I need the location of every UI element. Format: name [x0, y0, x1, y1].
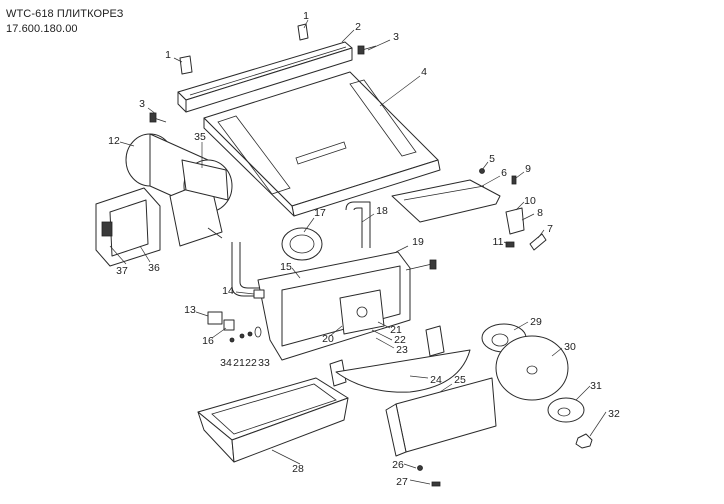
callout-6: 6	[501, 167, 507, 179]
bolt-top	[357, 45, 377, 55]
callout-22b: 22	[245, 357, 257, 369]
callout-31: 31	[590, 380, 602, 392]
nut-11	[505, 241, 515, 248]
fence-rail	[177, 41, 353, 113]
bracket-10	[505, 207, 525, 235]
guard-arm	[391, 179, 501, 223]
mount-plate	[339, 289, 385, 335]
motor-cover	[181, 159, 229, 201]
callout-21: 21	[390, 324, 402, 336]
screw-5	[479, 168, 485, 174]
callout-23: 23	[396, 344, 408, 356]
callout-29: 29	[530, 316, 542, 328]
callout-22: 22	[394, 334, 406, 346]
knob-7	[529, 233, 547, 251]
callout-30: 30	[564, 341, 576, 353]
callout-16: 16	[202, 335, 214, 347]
clamp-plate-left	[179, 55, 193, 75]
water-tray	[197, 377, 349, 463]
bracket-right	[425, 325, 445, 357]
diamond-blade	[495, 335, 569, 401]
clamp-plate-top	[297, 23, 309, 41]
callout-24: 24	[430, 374, 442, 386]
callout-26: 26	[392, 459, 404, 471]
callout-3a: 3	[393, 31, 399, 43]
callout-32: 32	[608, 408, 620, 420]
outer-flange	[547, 397, 585, 423]
callout-4: 4	[421, 66, 427, 78]
callout-35: 35	[194, 131, 206, 143]
switch-box	[95, 187, 161, 267]
callout-27: 27	[396, 476, 408, 488]
leader-lines	[109, 19, 607, 485]
callout-8: 8	[537, 207, 543, 219]
bolt-19	[405, 259, 437, 271]
washer-33	[254, 326, 262, 338]
screw-27	[431, 481, 441, 487]
flange-plate	[281, 227, 323, 261]
callout-11: 11	[493, 236, 504, 248]
screw-34	[229, 337, 235, 343]
base-frame	[231, 201, 411, 361]
callout-2: 2	[355, 21, 361, 33]
motor	[125, 133, 233, 247]
diagram-title: WTC-618 ПЛИТКОРЕЗ	[6, 8, 124, 20]
callout-34: 34	[220, 357, 232, 369]
nut-32	[575, 433, 593, 449]
screw-22	[247, 331, 253, 337]
plate-hole	[356, 306, 368, 318]
blade-guard	[385, 377, 497, 457]
callout-20: 20	[322, 333, 334, 345]
callout-5: 5	[489, 153, 495, 165]
callout-labels: 1 1 2 3 3 4 5 6 9 10 8 7 11 12 35 17 18 …	[108, 10, 620, 488]
callout-12: 12	[108, 135, 120, 147]
bolt-left	[149, 112, 167, 123]
callout-7: 7	[547, 223, 553, 235]
callout-13: 13	[184, 304, 196, 316]
callout-33: 33	[258, 357, 270, 369]
callout-21b: 21	[233, 357, 245, 369]
blade-guard-lower	[335, 349, 471, 393]
callout-10: 10	[524, 195, 536, 207]
bushing-14	[253, 289, 265, 299]
callout-37: 37	[116, 265, 128, 277]
callout-36: 36	[148, 262, 160, 274]
callout-3b: 3	[139, 98, 145, 110]
callout-18: 18	[376, 205, 388, 217]
screw-21	[239, 333, 245, 339]
callout-28: 28	[292, 463, 304, 475]
callout-25: 25	[454, 374, 466, 386]
screw-26	[417, 465, 423, 471]
table-top	[203, 71, 441, 217]
diagram-code: 17.600.180.00	[6, 23, 78, 35]
callout-19: 19	[412, 236, 424, 248]
bushing-16	[223, 319, 235, 331]
screw-9	[511, 175, 517, 185]
callout-1b: 1	[165, 49, 171, 61]
callout-9: 9	[525, 163, 531, 175]
callout-15: 15	[280, 261, 292, 273]
bushing-13	[207, 311, 223, 325]
callout-1a: 1	[303, 10, 309, 22]
callout-14: 14	[222, 285, 234, 297]
callout-17: 17	[314, 207, 326, 219]
